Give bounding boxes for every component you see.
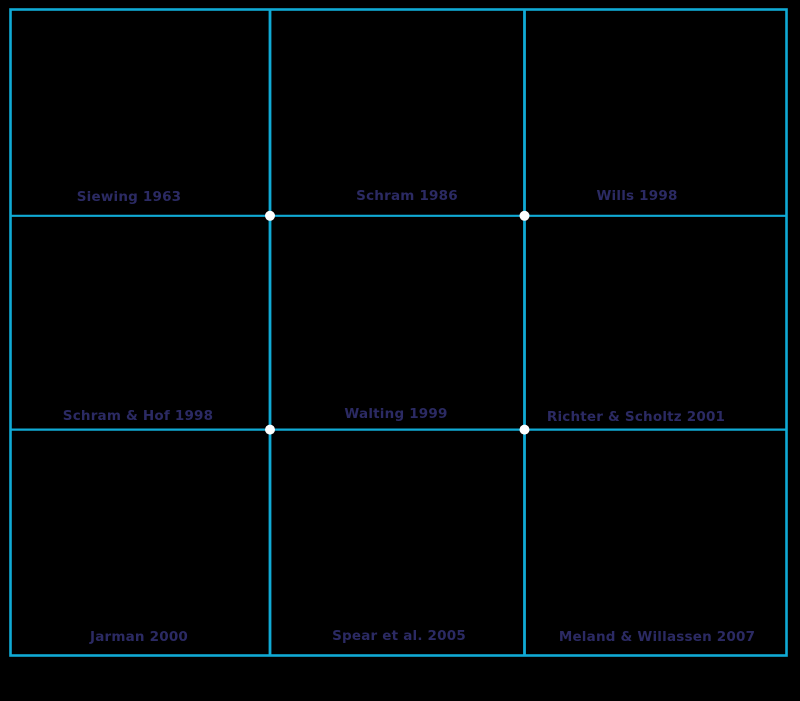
panel-label-siewing-1963: Siewing 1963 — [76, 189, 182, 205]
panel-label-spear-et-al-2005: Spear et al. 2005 — [332, 628, 466, 644]
node-dot — [519, 424, 530, 435]
panel-label-schram-hof-1998: Schram & Hof 1998 — [62, 408, 214, 424]
panel-label-meland-willassen-2007: Meland & Willassen 2007 — [558, 629, 756, 645]
node-dot — [519, 210, 530, 221]
panel-label-jarman-2000: Jarman 2000 — [89, 629, 189, 645]
panel-label-wills-1998: Wills 1998 — [596, 188, 678, 204]
figure-border — [9, 8, 788, 657]
node-dot — [265, 424, 275, 435]
panel-label-walting-1999: Walting 1999 — [344, 406, 448, 422]
node-dot — [265, 210, 275, 221]
panel-label-richter-scholtz-2001: Richter & Scholtz 2001 — [546, 409, 726, 425]
panel-label-schram-1986: Schram 1986 — [356, 188, 458, 204]
